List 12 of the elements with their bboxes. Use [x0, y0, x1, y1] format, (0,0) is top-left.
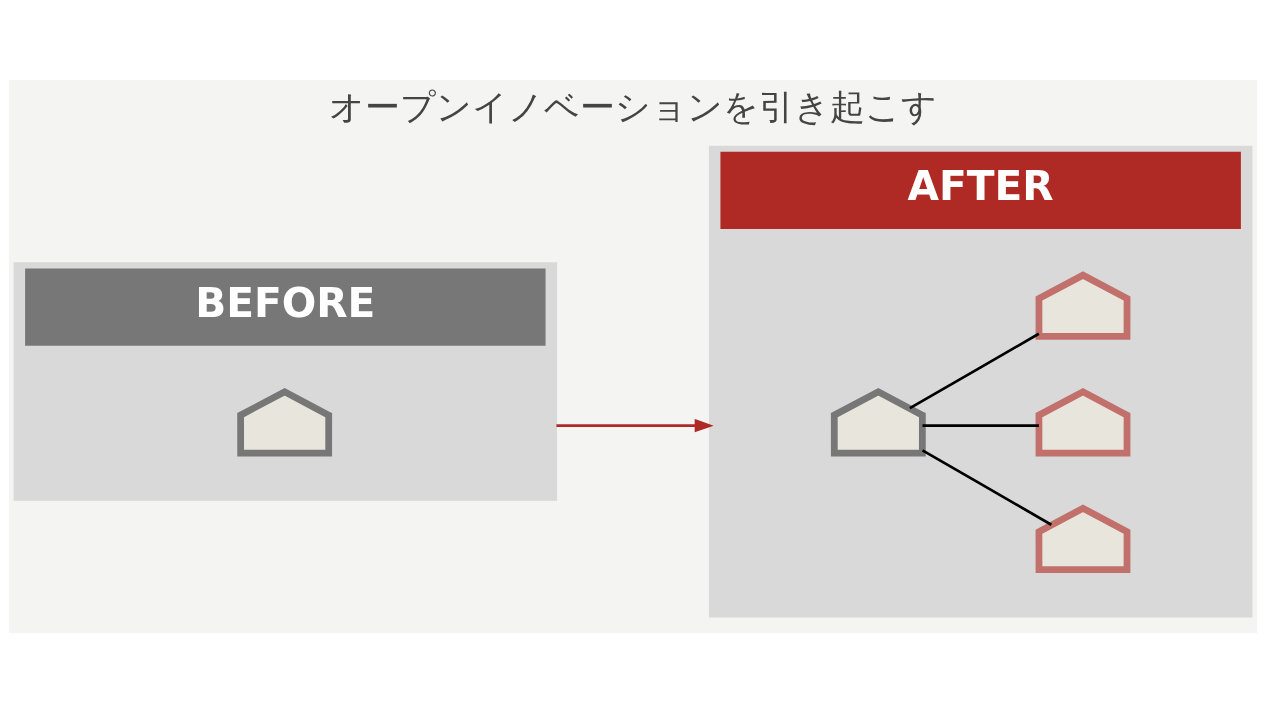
cluster: AFTER [708, 145, 1253, 617]
node-house [237, 387, 333, 456]
connector [921, 448, 1052, 526]
node-house [830, 387, 926, 456]
cluster: BEFORE [13, 261, 558, 501]
connector [922, 423, 1039, 427]
diagram-title: オープンイノベーションを引き起こす [329, 85, 937, 127]
node-house [1035, 387, 1131, 456]
connector [909, 332, 1040, 409]
node-house [1035, 503, 1131, 573]
arrow [556, 418, 714, 432]
node-house [1035, 270, 1131, 340]
